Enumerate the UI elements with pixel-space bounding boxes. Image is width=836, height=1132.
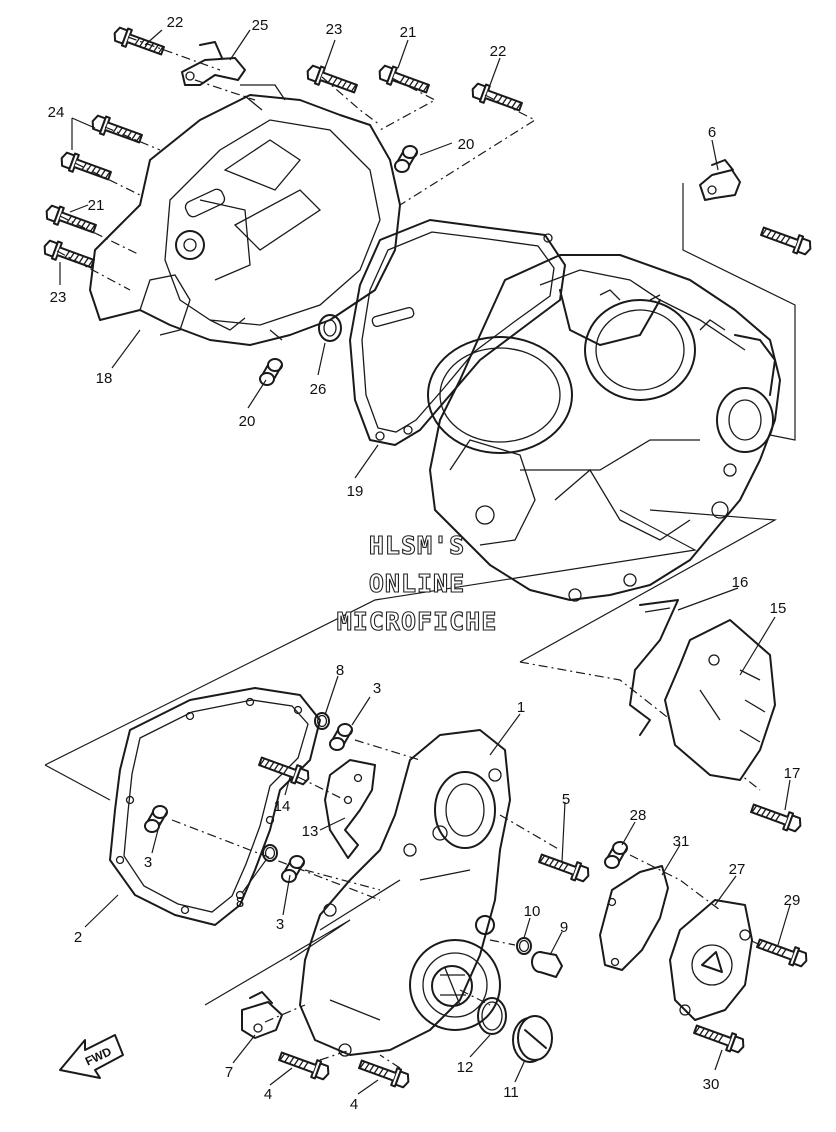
callout-6: 6	[708, 124, 716, 141]
callout-2: 2	[74, 929, 82, 946]
bolt-17	[748, 798, 805, 836]
o-ring-10	[516, 937, 532, 955]
callout-24: 24	[48, 104, 65, 121]
bolt-4-left	[276, 1046, 333, 1084]
dowel-pin-28	[604, 841, 628, 869]
crankcase-cover-1	[299, 729, 511, 1057]
callout-labels: 22 25 23 21 22 24 20 6 21 23 18 26 20 19…	[48, 14, 801, 1113]
callout-8a: 8	[336, 662, 344, 679]
sprocket-cover-15	[664, 619, 776, 781]
callout-22a: 22	[167, 14, 184, 31]
callout-7: 7	[225, 1064, 233, 1081]
dowel-pin-20-lower	[259, 358, 283, 386]
watermark: HLSM'S ONLINE MICROFICHE	[336, 530, 498, 636]
callout-10: 10	[524, 903, 541, 920]
bolt-5	[536, 848, 593, 886]
watermark-line-2: ONLINE	[369, 569, 465, 598]
callout-4a: 4	[264, 1086, 272, 1103]
clamp-7	[241, 991, 283, 1039]
callout-3c: 3	[276, 916, 284, 933]
dowel-pin-3-left	[144, 805, 168, 833]
callout-23a: 23	[326, 21, 343, 38]
callout-1: 1	[517, 699, 525, 716]
callout-16: 16	[732, 574, 749, 591]
bolt-14	[256, 751, 313, 789]
callout-15: 15	[770, 600, 787, 617]
bolt-4-right	[356, 1054, 413, 1092]
bolt-22-right	[468, 79, 525, 117]
bolt-23-top	[303, 61, 360, 99]
bolt-24-lower	[57, 148, 114, 186]
bolt-22-left	[110, 23, 167, 61]
callout-13: 13	[302, 823, 319, 840]
callout-12: 12	[457, 1059, 474, 1076]
crankcase-cover-18	[89, 84, 401, 346]
bolt-6	[758, 221, 815, 259]
callout-3b: 3	[144, 854, 152, 871]
bolt-24-upper	[88, 111, 145, 149]
callout-30: 30	[703, 1076, 720, 1093]
callout-31: 31	[673, 833, 690, 850]
water-pump-cover-27	[669, 899, 753, 1021]
callout-8b: 8	[236, 894, 244, 911]
callout-9: 9	[560, 919, 568, 936]
callout-4b: 4	[350, 1096, 358, 1113]
clamp-25	[181, 41, 246, 86]
o-ring-8-top	[314, 712, 330, 730]
callout-18: 18	[96, 370, 113, 387]
callout-20b: 20	[239, 413, 256, 430]
o-ring-8-bottom	[262, 844, 278, 862]
callout-17: 17	[784, 765, 801, 782]
plug-9	[531, 951, 563, 978]
callout-11: 11	[503, 1084, 519, 1101]
dowel-pin-20-upper	[394, 145, 418, 173]
plug-11	[512, 1015, 553, 1063]
forward-arrow-icon: FWD	[59, 1034, 124, 1079]
dowel-pin-3-top	[329, 723, 353, 751]
gasket-31	[599, 865, 669, 971]
bolt-30	[691, 1019, 748, 1057]
callout-3a: 3	[373, 680, 381, 697]
callout-27: 27	[729, 861, 746, 878]
watermark-line-1: HLSM'S	[369, 531, 465, 560]
callout-29: 29	[784, 892, 801, 909]
cover-gasket-2	[109, 687, 321, 926]
callout-14: 14	[274, 798, 291, 815]
callout-leaders	[59, 29, 791, 1095]
oil-seal-26	[318, 314, 342, 342]
callout-20a: 20	[458, 136, 475, 153]
callout-19: 19	[347, 483, 364, 500]
callout-28: 28	[630, 807, 647, 824]
crankcase-gasket-19	[349, 219, 566, 446]
watermark-line-3: MICROFICHE	[337, 607, 498, 636]
callout-5: 5	[562, 791, 570, 808]
callout-26: 26	[310, 381, 327, 398]
callout-25: 25	[252, 17, 269, 34]
bolt-21-top	[375, 61, 432, 99]
o-ring-12	[477, 997, 507, 1035]
stay-13	[324, 759, 376, 859]
callout-22b: 22	[490, 43, 507, 60]
crankcase-engine-block	[427, 254, 781, 602]
callout-23b: 23	[50, 289, 67, 306]
bolt-29	[754, 933, 811, 971]
callout-21b: 21	[88, 197, 105, 214]
callout-21a: 21	[400, 24, 417, 41]
bolt-23-left	[40, 236, 97, 274]
clamp-6	[699, 159, 741, 201]
sprocket-cover-gasket-16	[629, 599, 679, 736]
